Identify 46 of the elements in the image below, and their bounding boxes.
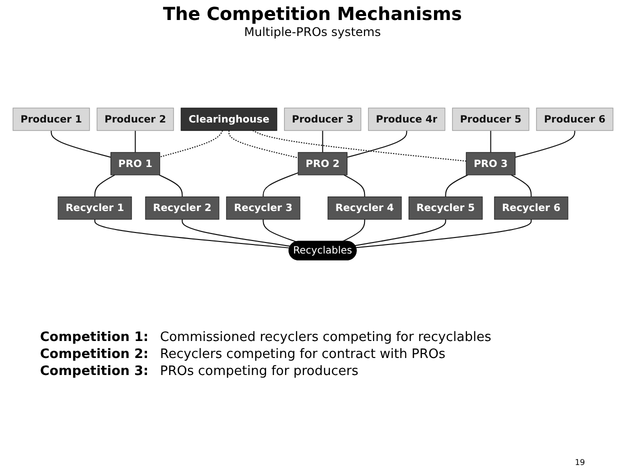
competition-description: PROs competing for producers — [160, 363, 358, 380]
node-box: Producer 1 — [12, 108, 90, 131]
connector — [94, 174, 115, 198]
competition-label: Competition 1: — [40, 329, 150, 346]
competition-label: Competition 3: — [40, 363, 150, 380]
connector — [134, 130, 136, 153]
competition-label: Competition 2: — [40, 346, 150, 363]
connector — [490, 130, 491, 153]
connector — [158, 174, 182, 198]
node-box: PRO 1 — [110, 152, 160, 176]
node-box: Produce 4r — [368, 108, 445, 131]
node-box: Producer 2 — [96, 108, 174, 131]
node-box: PRO 2 — [297, 152, 347, 176]
node-box: Recycler 4 — [327, 196, 402, 220]
node-box: Recycler 3 — [226, 196, 300, 220]
connector — [355, 218, 532, 248]
node-box: Producer 3 — [284, 108, 361, 131]
node-box: Recycler 5 — [408, 196, 482, 220]
connector — [158, 130, 223, 158]
connector — [228, 130, 298, 158]
connector — [181, 218, 290, 247]
node-box: Producer 6 — [536, 108, 613, 131]
connector — [514, 130, 575, 158]
title: The Competition Mechanisms — [162, 4, 463, 25]
connector — [342, 174, 365, 198]
connector — [262, 172, 298, 198]
node-box: Recycler 6 — [494, 196, 568, 220]
connector — [354, 218, 446, 246]
connector — [341, 218, 365, 242]
node-box: Clearinghouse — [180, 108, 277, 131]
node-box: Recycler 2 — [144, 196, 219, 220]
connector — [94, 218, 290, 248]
subtitle: Multiple-PROs systems — [243, 25, 382, 39]
node-box: Recycler 1 — [57, 196, 132, 220]
connector — [510, 174, 532, 198]
connector — [444, 174, 468, 198]
competition-description: Commissioned recyclers competing for recyclables — [160, 329, 492, 346]
connector — [262, 218, 296, 242]
node-box: Producer 5 — [452, 108, 529, 131]
connector — [252, 130, 466, 162]
connector — [346, 130, 407, 158]
connector — [322, 130, 323, 153]
node-box: PRO 3 — [465, 152, 516, 176]
competition-description: Recyclers competing for contract with PROs — [160, 346, 446, 363]
page-number: 19 — [574, 458, 585, 467]
connector — [50, 130, 111, 158]
